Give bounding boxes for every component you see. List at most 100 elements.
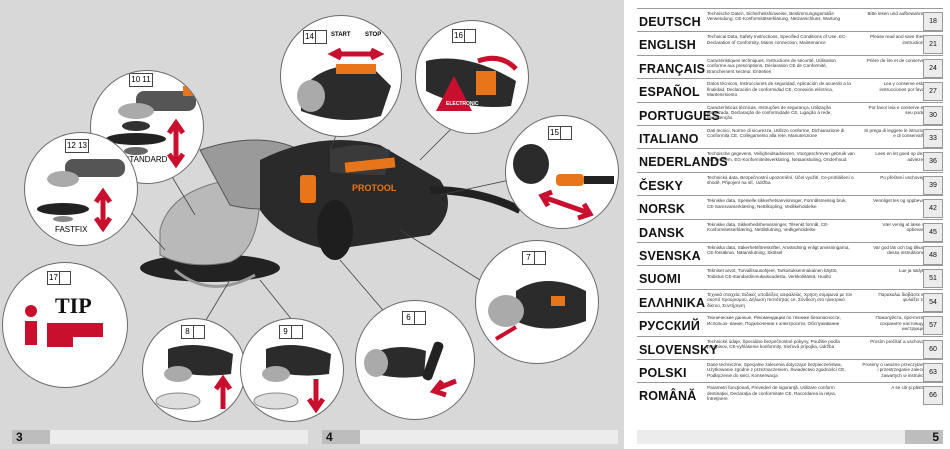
language-name: ENGLISH [639,38,696,53]
language-note: Vennligst les og oppbevar! [873,198,927,204]
page-strip-middle [360,430,618,444]
language-page-number: 51 [923,269,943,289]
step-number: 14 [304,31,316,43]
language-note: Prosimy o uważne przeczytanie i przestrz… [862,362,927,378]
language-contents: Dane techniczne, Specjalne zalecenia dot… [707,362,846,378]
step-circle-fastfix: 12 13 FASTFIX [24,132,138,246]
language-contents: Технические данные, Рекомендации по техн… [707,315,841,326]
electronic-label: ELECTRONIC [446,101,479,107]
language-name: NEDERLANDS [639,155,728,170]
language-note: Παρακαλώ διαβάστε και φυλάξτε τις! [878,291,927,303]
language-page-number: 24 [923,58,943,78]
language-note: Please read and save these instructions! [870,34,927,45]
language-page-number: 42 [923,199,943,219]
language-name: ΕΛΛΗΝΙΚΑ [639,295,706,310]
language-page-number: 27 [923,82,943,102]
book-icon: 8 [181,325,205,339]
language-page-number: 54 [923,292,943,312]
language-name: ESPAÑOL [639,85,700,100]
book-icon: 16 [452,29,476,43]
fastfix-illustration [37,159,125,233]
step-circle-guard: 7 [475,240,599,364]
step-number: 10 11 [131,75,151,84]
language-name: SVENSKA [639,249,701,263]
book-icon: 12 13 [65,139,89,153]
book-icon: 6 [402,311,426,325]
language-contents: Parametri funcţionali, Prevederi de sigu… [707,385,836,402]
language-page-number: 57 [923,316,943,336]
standard-label: STANDARD [124,155,168,164]
attach-guard-illustration [253,345,331,414]
language-contents: Technische Daten, Sicherheitshinweise, B… [707,11,841,22]
flange-illustration [106,86,196,169]
language-row[interactable]: РУССКИЙ Технические данные, Рекомендации … [637,312,943,336]
info-pointer-icon [25,305,103,347]
step-number: 16 [453,30,465,42]
language-note: Lees en let goed op deze adviezen! [875,151,927,162]
brand-logo: PROTOOL [352,183,397,193]
language-row[interactable]: ROMÂNĂ Parametri funcţionali, Prevederi d… [637,382,943,406]
tip-circle: 17 TIP [2,262,128,388]
language-name: РУССКИЙ [639,319,701,334]
language-page-number: 48 [923,246,943,265]
language-row[interactable]: SVENSKA Tekniska data, Säkerhetsföreskrif… [637,242,943,265]
step-circle-start-stop: 14 START STOP [280,15,402,137]
illustration-pages: 10 11 STANDARD 12 13 FASTFIX 14 START ST… [0,0,624,449]
language-name: PORTUGUES [639,108,720,123]
remove-guard-illustration [155,345,233,410]
language-page-number: 33 [923,129,943,148]
language-note: Po přečtení uschovejte [880,174,927,180]
language-note: Пожалуйста, прочтите и сохраните настоящ… [875,315,927,331]
language-contents: Technické údaje, Špeciálne bezpečnostné … [707,338,840,349]
handle-illustration [364,341,457,398]
language-name: SUOMI [639,272,681,287]
step-number: 12 13 [66,141,88,150]
language-contents: Tekniset arvot, Turvallisuusohjeet, Tark… [707,268,838,279]
language-name: DEUTSCH [639,15,701,29]
language-note: A se citi şi păstra! [891,385,927,391]
language-name: ČESKY [639,178,684,193]
language-contents: Dati tecnici, Norme di sicurezza, Utiliz… [707,128,845,139]
language-contents: Tekniske data, Sikkerhedshenvisninger, T… [707,221,829,232]
step-number: 6 [403,312,415,324]
book-icon: 15 [548,126,572,140]
switch-illustration [297,47,391,120]
language-page-number: 63 [923,363,943,382]
language-note: Lue ja säilytä! [898,268,927,274]
language-row[interactable]: ČESKY Technická data, Bezpečnostní upozor… [637,171,943,195]
language-note: Prière de lire et de conserver! [866,57,927,63]
language-note: Prosím prečítať a uschovať! [870,338,927,344]
language-page-number: 30 [923,105,943,125]
step-number: 7 [523,252,535,264]
language-note: Var god läs och tag tillvara dessa instr… [873,245,927,256]
step-number: 8 [182,326,194,338]
fastfix-label: FASTFIX [55,225,88,234]
language-contents: Technische gegevens, Veiligheidsadviezen… [707,151,855,162]
language-row[interactable]: DEUTSCH Technische Daten, Sicherheitshinw… [637,8,943,31]
language-contents: Technická data, Bezpečnostní upozornění,… [707,174,854,186]
language-row[interactable]: ESPAÑOL Datos técnicos, Instrucciones de … [637,78,943,102]
language-page-number: 60 [923,339,943,359]
language-row[interactable]: SUOMI Tekniset arvot, Turvallisuusohjeet,… [637,265,943,289]
language-contents: Tekniska data, Säkerhetsföreskrifter, An… [707,245,850,256]
book-icon: 17 [47,271,71,285]
language-name: ROMÂNĂ [639,389,697,404]
language-contents: Datos técnicos, Instrucciones de segurid… [707,81,851,97]
step-number: 17 [48,272,60,284]
step-number: 9 [280,326,292,338]
language-page-number: 18 [923,12,943,31]
language-page-number: 36 [923,152,943,172]
cable-illustration [513,144,614,221]
language-name: SLOVENSKY [639,342,718,357]
stop-label: STOP [365,32,382,38]
